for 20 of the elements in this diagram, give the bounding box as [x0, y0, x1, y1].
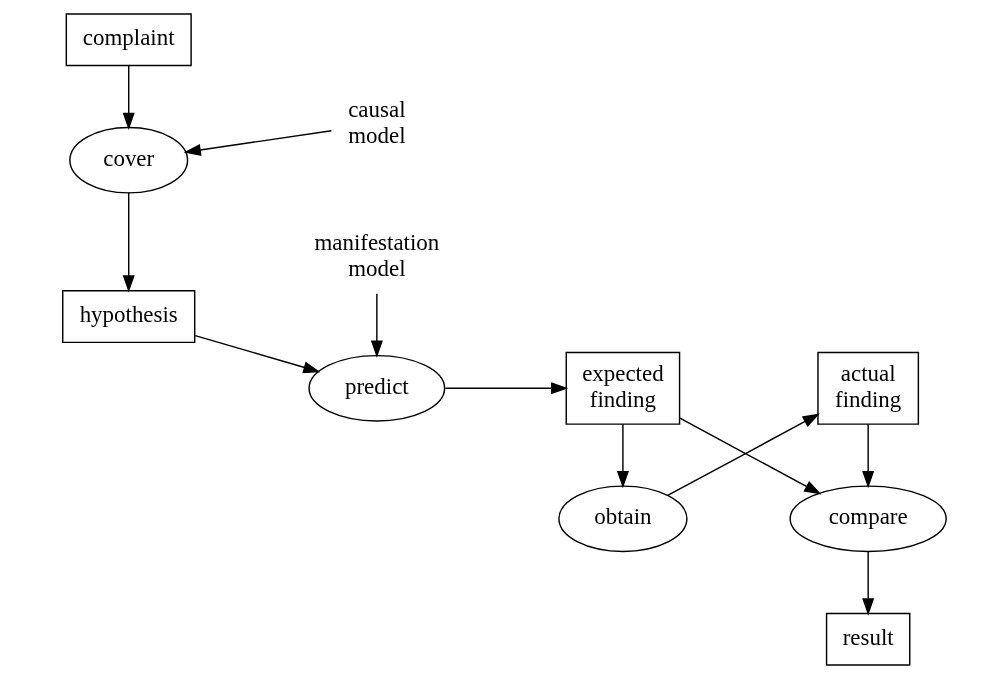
arrow: [861, 550, 874, 616]
node-ellipse: compare: [788, 485, 947, 553]
arrow: [616, 423, 629, 489]
node-text: manifestation model: [313, 230, 439, 282]
arrow: [183, 130, 332, 156]
node-box: hypothesis: [61, 290, 195, 344]
arrow: [861, 423, 874, 489]
arrow: [370, 292, 383, 358]
node-ellipse: cover: [68, 126, 188, 194]
node-text: causal model: [347, 96, 406, 148]
node-box: result: [825, 612, 910, 666]
node-box: actual finding: [816, 351, 919, 425]
arrow: [194, 334, 320, 374]
node-ellipse: obtain: [557, 485, 688, 553]
arrow: [444, 382, 568, 395]
arrow: [122, 65, 135, 130]
node-ellipse: predict: [307, 354, 445, 422]
arrow: [122, 192, 135, 293]
node-box: expected finding: [565, 351, 680, 425]
node-box: complaint: [65, 13, 192, 67]
